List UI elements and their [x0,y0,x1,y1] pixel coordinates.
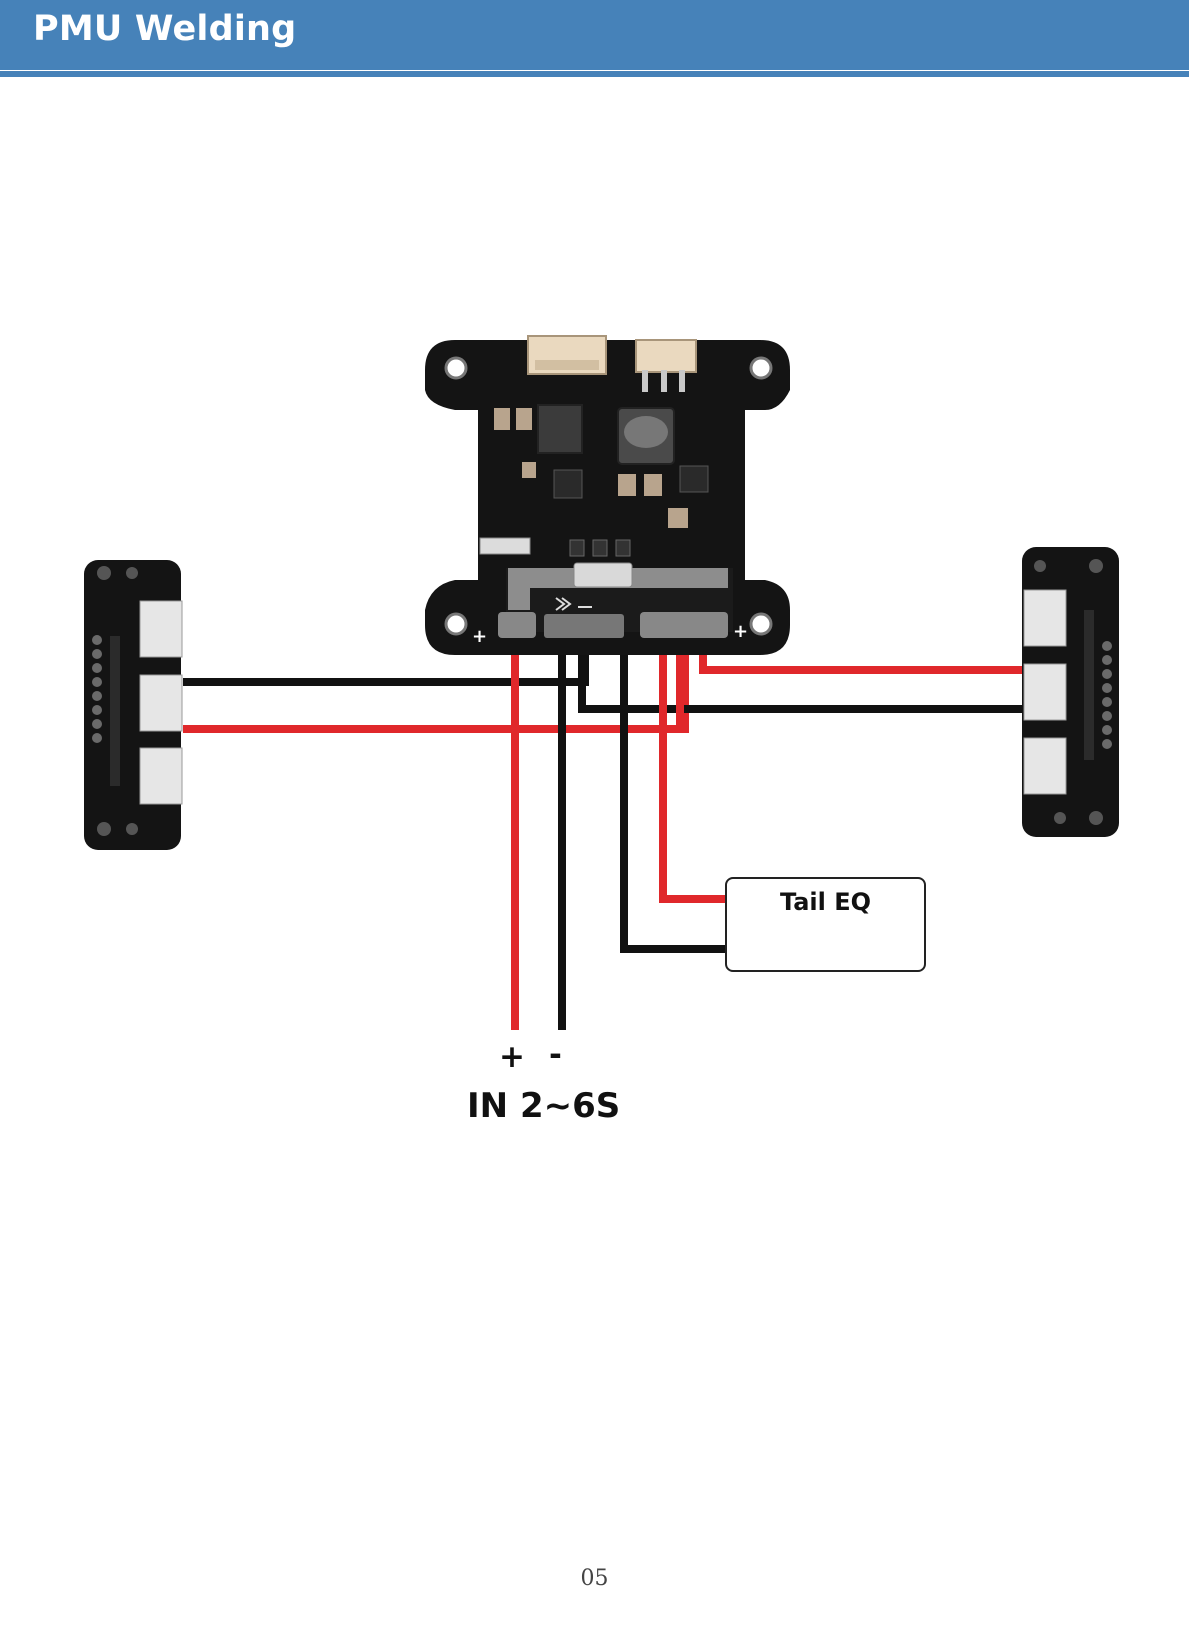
input-minus-label: - [549,1037,562,1073]
input-plus-label: + [499,1039,525,1075]
wire-tail-positive [659,632,725,903]
wires [183,632,1022,1030]
wire-left-positive [183,632,689,733]
board-plus-right: + [733,621,749,642]
header-bar: PMU Welding [0,0,1189,70]
wire-tail-negative [620,632,725,953]
page-title: PMU Welding [33,9,297,49]
pmu-board [425,335,790,655]
header-underline [0,71,1189,77]
left-light-board [84,560,183,850]
tail-eq-label: Tail EQ [779,888,872,916]
right-light-board [1022,547,1119,837]
wire-right-negative [578,632,1022,713]
page-number: 05 [580,1566,609,1591]
board-plus-left: + [472,626,488,647]
input-voltage-label: IN 2~6S [467,1086,621,1126]
tail-eq-box: Tail EQ [725,877,926,972]
